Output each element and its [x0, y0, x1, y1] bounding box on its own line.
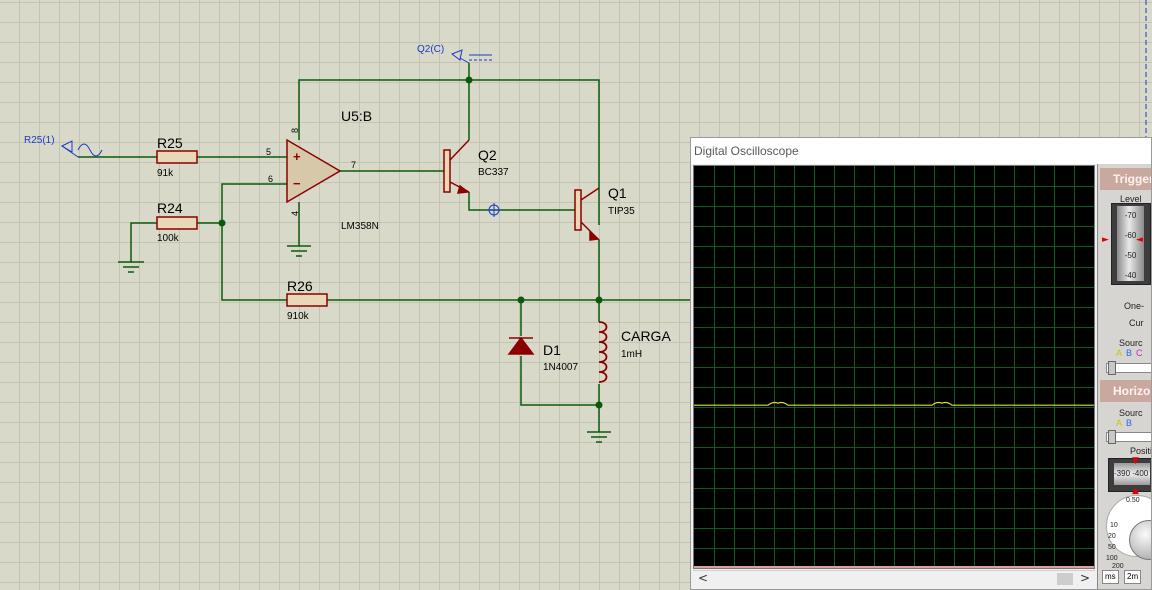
r26-ref: R26: [287, 278, 313, 294]
timebase-value[interactable]: 2m: [1124, 570, 1142, 584]
pin-7-label: 7: [351, 160, 356, 170]
opamp-minus-sign: −: [293, 176, 301, 191]
horizontal-channel-b[interactable]: B: [1126, 418, 1133, 428]
position-marker-bottom-icon: ▲: [1132, 486, 1139, 496]
scroll-thumb[interactable]: [1057, 573, 1073, 585]
q2-part: BC337: [478, 167, 509, 178]
oscilloscope-screen[interactable]: [693, 165, 1095, 569]
control-panel: Trigger Level -70 -60 -50 -40 ► ◄ One- C…: [1097, 164, 1151, 589]
r24-ref: R24: [157, 200, 183, 216]
timebase-tick-2: 10: [1110, 522, 1118, 529]
probe-input-icon[interactable]: [60, 140, 103, 158]
r25-value: 91k: [157, 168, 174, 179]
timebase-tick-1: 0.50: [1126, 497, 1140, 504]
inductor-carga-symbol[interactable]: [598, 321, 608, 383]
trigger-channel-b[interactable]: B: [1126, 348, 1133, 358]
q2-ref: Q2: [478, 147, 497, 163]
pin-8-label: 8: [290, 128, 300, 133]
horizontal-header: Horizon: [1100, 380, 1151, 402]
q1-ref: Q1: [608, 185, 627, 201]
load-ref: CARGA: [621, 328, 671, 344]
pin-5-label: 5: [266, 147, 271, 157]
horizontal-channel-a[interactable]: A: [1116, 418, 1123, 428]
q1-part: TIP35: [608, 206, 635, 217]
horizontal-source-label: Sourc: [1119, 408, 1143, 418]
scroll-right-arrow[interactable]: >: [1079, 571, 1091, 585]
opamp-symbol[interactable]: [286, 138, 342, 204]
level-tick-3: -50: [1124, 251, 1137, 260]
d1-part: 1N4007: [543, 362, 578, 373]
transistor-q2-symbol[interactable]: [443, 133, 470, 194]
resistor-bodies[interactable]: [156, 150, 328, 307]
position-marker-top-icon: ▼: [1132, 456, 1139, 466]
d1-ref: D1: [543, 342, 561, 358]
timebase-dial[interactable]: [1106, 495, 1151, 560]
ground-symbols: [118, 245, 611, 443]
position-dial[interactable]: -390 -400: [1108, 458, 1151, 492]
level-tick-1: -70: [1124, 211, 1137, 220]
scope-display: [694, 166, 1094, 568]
junction-dots: [218, 76, 603, 409]
timebase-tick-3: 20: [1108, 533, 1116, 540]
horizontal-source-knob[interactable]: [1108, 430, 1116, 444]
scope-trace-a: [694, 401, 1094, 406]
r26-value: 910k: [287, 311, 310, 322]
opamp-part: LM358N: [341, 221, 379, 232]
transistor-q1-symbol[interactable]: [574, 187, 600, 241]
pin-6-label: 6: [268, 174, 273, 184]
probe-feedback-icon[interactable]: [450, 49, 492, 64]
oscilloscope-title[interactable]: Digital Oscilloscope: [691, 138, 1151, 164]
trigger-header: Trigger: [1100, 168, 1151, 190]
probe-feedback-label: Q2(C): [417, 44, 444, 55]
timebase-knob[interactable]: [1129, 520, 1151, 560]
r24-value: 100k: [157, 233, 180, 244]
trigger-source-slider[interactable]: [1106, 363, 1151, 373]
level-label: Level: [1120, 194, 1142, 204]
one-shot-label[interactable]: One-: [1124, 301, 1145, 311]
position-label: Position: [1130, 446, 1151, 456]
opamp-plus-sign: +: [293, 149, 301, 164]
r25-ref: R25: [157, 135, 183, 151]
probe-input-label: R25(1): [24, 135, 55, 146]
scroll-left-arrow[interactable]: <: [697, 571, 709, 585]
wires: [78, 63, 692, 432]
oscilloscope-window[interactable]: Digital Oscilloscope < > Trigger Level -…: [690, 137, 1152, 590]
oscilloscope-scrollbar[interactable]: < >: [693, 570, 1095, 587]
opamp-ref: U5:B: [341, 108, 372, 124]
cursors-label[interactable]: Cur: [1129, 318, 1144, 328]
timebase-tick-4: 50: [1108, 544, 1116, 551]
trigger-source-knob[interactable]: [1108, 361, 1116, 375]
position-values: -390 -400: [1114, 463, 1150, 485]
horizontal-source-slider[interactable]: [1106, 432, 1151, 442]
pin-4-label: 4: [290, 211, 300, 216]
timebase-tick-6: 200: [1112, 563, 1124, 570]
crosshair-marker[interactable]: [487, 203, 501, 217]
trigger-channel-a[interactable]: A: [1116, 348, 1123, 358]
timebase-tick-5: 100: [1106, 555, 1118, 562]
diode-d1-symbol[interactable]: [507, 336, 535, 355]
level-tick-4: -40: [1124, 271, 1137, 280]
trigger-channel-c[interactable]: C: [1136, 348, 1143, 358]
trigger-level-dial[interactable]: -70 -60 -50 -40: [1111, 203, 1151, 285]
trigger-source-label: Sourc: [1119, 338, 1143, 348]
load-value: 1mH: [621, 349, 642, 360]
level-marker-right-icon: ◄: [1136, 235, 1143, 245]
timebase-unit: ms: [1102, 570, 1119, 584]
level-tick-2: -60: [1124, 231, 1137, 240]
level-marker-left-icon: ►: [1102, 235, 1109, 245]
